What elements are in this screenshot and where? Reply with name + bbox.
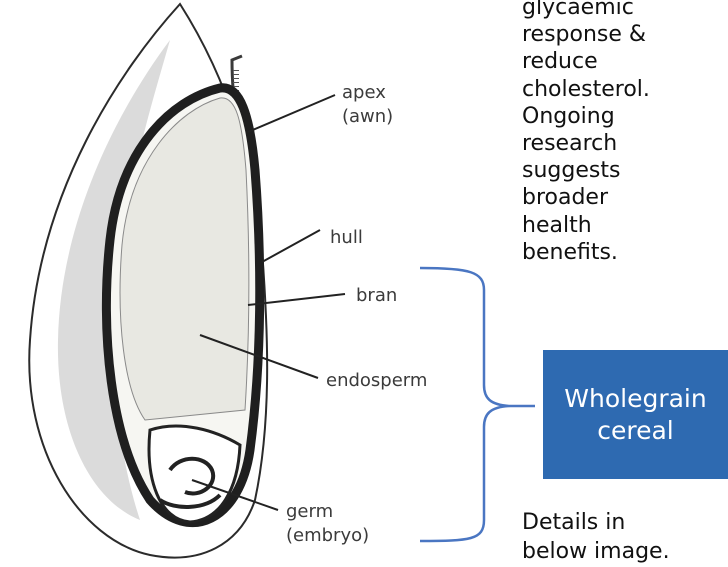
badge-line-1: Wholegrain [564,383,706,415]
details-line-2: below image. [522,537,728,566]
details-line-1: Details in [522,508,728,537]
side-line: suggests [522,157,722,184]
side-line: benefits. [522,239,722,266]
label-hull: hull [330,227,363,248]
side-line: Ongoing [522,103,722,130]
details-note: Details in below image. [522,508,728,566]
badge-line-2: cereal [597,415,674,447]
leader-hull [262,230,320,262]
label-germ: germ [286,501,333,522]
label-embryo: (embryo) [286,525,369,546]
side-line: research [522,130,722,157]
label-apex: apex [342,82,386,103]
side-line: reduce [522,48,722,75]
leader-apex [248,95,335,132]
side-line: health [522,212,722,239]
label-awn: (awn) [342,106,393,127]
label-bran: bran [356,285,397,306]
label-endosperm: endosperm [326,370,427,391]
side-line: response & [522,21,722,48]
side-line: cholesterol. [522,76,722,103]
side-paragraph: glycaemic response & reduce cholesterol.… [522,0,722,266]
wholegrain-cereal-badge: Wholegrain cereal [543,350,728,479]
grouping-bracket [420,268,510,541]
side-line: glycaemic [522,0,722,21]
side-line: broader [522,184,722,211]
